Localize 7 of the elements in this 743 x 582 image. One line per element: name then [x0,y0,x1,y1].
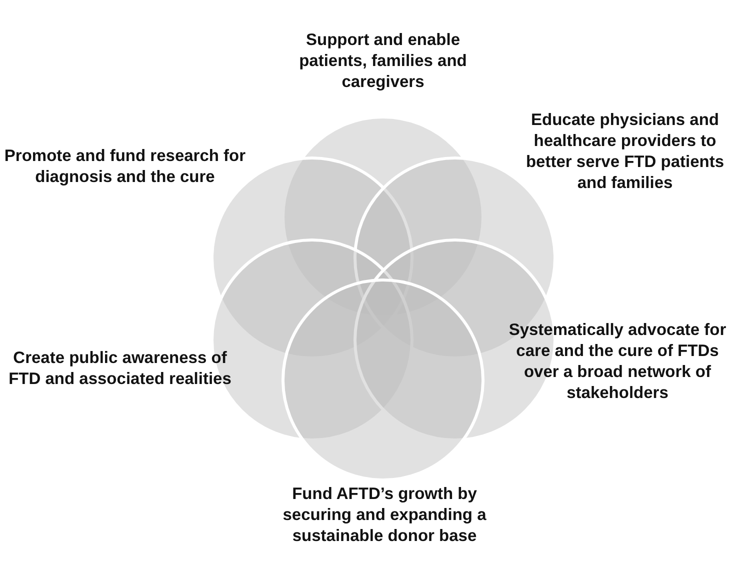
circle-caption: Support and enable patients, families and caregivers [298,30,468,93]
circle-caption: Create public awareness of FTD and associated realities [8,348,232,390]
circle [282,278,484,482]
circle-caption: Educate physicians and healthcare providers to better serve FTD patients and families [524,110,726,194]
circle-caption: Fund AFTD’s growth by securing and expanding a sustainable donor base [282,484,488,547]
circle-caption: Systematically advocate for care and the cure of FTDs over a broad network of stakeholders [508,320,728,404]
circle-caption: Promote and fund research for diagnosis and the cure [3,146,247,188]
